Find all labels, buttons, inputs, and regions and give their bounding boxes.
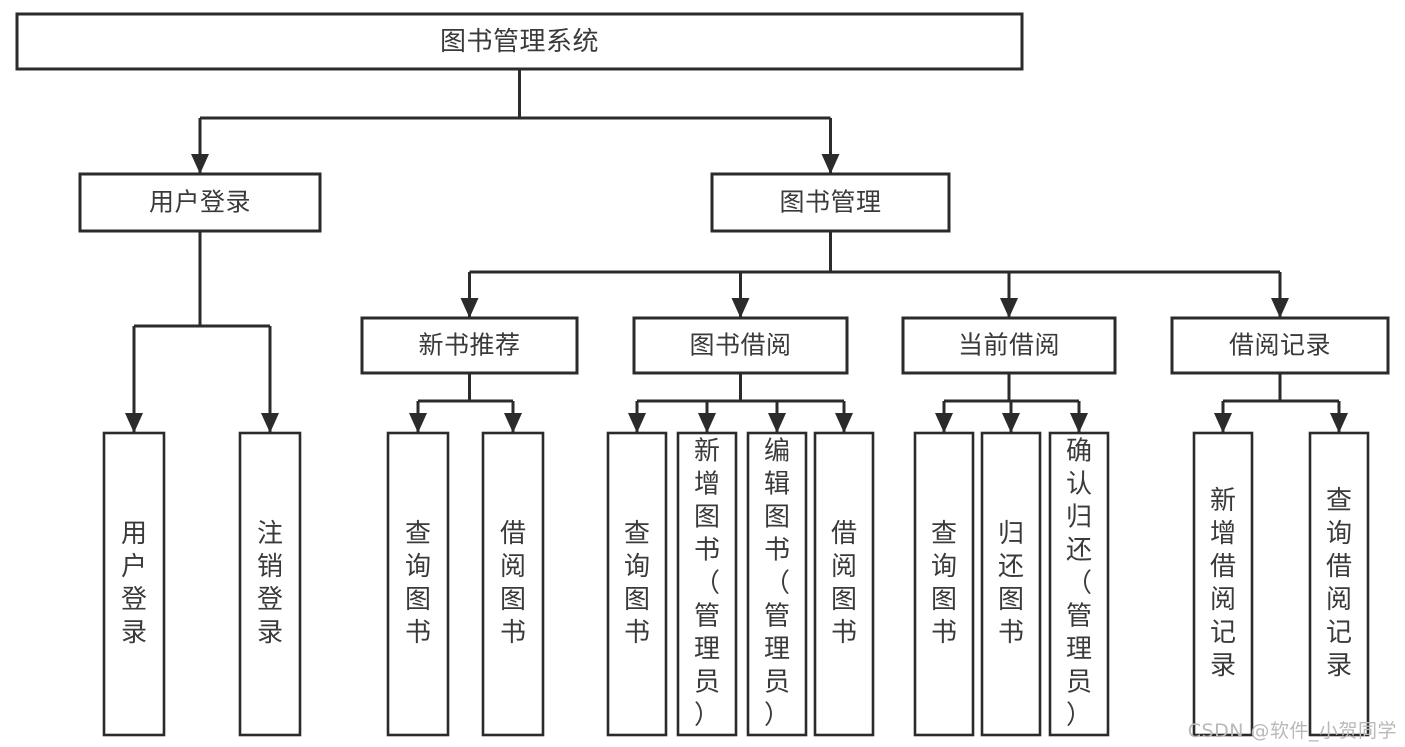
node-box bbox=[710, 172, 951, 233]
arrow-head-icon bbox=[1070, 413, 1088, 433]
arrow-head-icon bbox=[731, 298, 750, 318]
arrow-head-icon bbox=[191, 154, 209, 174]
node-leaf-borrow-book-1[interactable]: 借阅图书 bbox=[481, 431, 545, 737]
edge-group-borrow-record bbox=[1214, 373, 1348, 433]
arrow-head-icon bbox=[821, 154, 840, 174]
node-label: 新增图书（管理员） bbox=[694, 436, 720, 730]
edge-group-book-borrow bbox=[628, 373, 853, 433]
node-borrow-record[interactable]: 借阅记录 bbox=[1170, 316, 1390, 375]
node-label: 借阅图书 bbox=[831, 519, 857, 648]
arrow-head-icon bbox=[125, 413, 143, 433]
node-label: 确认归还（管理员） bbox=[1066, 436, 1092, 730]
node-leaf-edit-book[interactable]: 编辑图书（管理员） bbox=[746, 431, 808, 737]
node-label: 当前借阅 bbox=[958, 331, 1060, 360]
node-book-borrow[interactable]: 图书借阅 bbox=[632, 316, 849, 375]
arrow-head-icon bbox=[460, 298, 479, 318]
node-label: 查询借阅记录 bbox=[1326, 486, 1352, 681]
connector-layer bbox=[125, 69, 1348, 433]
node-box bbox=[913, 431, 975, 737]
node-current-borrow[interactable]: 当前借阅 bbox=[901, 316, 1117, 375]
node-box bbox=[1308, 431, 1370, 737]
arrow-head-icon bbox=[409, 413, 427, 433]
node-layer: 图书管理系统用户登录图书管理新书推荐图书借阅当前借阅借阅记录用户登录注销登录查询… bbox=[15, 12, 1390, 737]
node-box bbox=[15, 12, 1024, 71]
node-label: 归还图书 bbox=[998, 519, 1024, 648]
node-label: 查询图书 bbox=[931, 519, 957, 648]
node-label: 用户登录 bbox=[149, 188, 251, 217]
edge-group-root bbox=[191, 69, 840, 174]
node-box bbox=[78, 172, 322, 233]
node-leaf-query-record[interactable]: 查询借阅记录 bbox=[1308, 431, 1370, 737]
node-box bbox=[481, 431, 545, 737]
node-label: 新书推荐 bbox=[418, 331, 520, 360]
node-leaf-add-book[interactable]: 新增图书（管理员） bbox=[676, 431, 738, 737]
arrow-head-icon bbox=[835, 413, 853, 433]
node-new-book-rec[interactable]: 新书推荐 bbox=[360, 316, 579, 375]
node-leaf-query-book-2[interactable]: 查询图书 bbox=[606, 431, 668, 737]
node-label: 查询图书 bbox=[624, 519, 650, 648]
node-label: 图书管理系统 bbox=[440, 27, 599, 57]
edge-group-book-manage bbox=[460, 231, 1289, 318]
node-box bbox=[980, 431, 1042, 737]
node-box bbox=[102, 431, 166, 737]
node-book-manage[interactable]: 图书管理 bbox=[710, 172, 951, 233]
node-box bbox=[1170, 316, 1390, 375]
node-box bbox=[1048, 431, 1110, 737]
arrow-head-icon bbox=[1000, 298, 1018, 318]
node-leaf-query-book-1[interactable]: 查询图书 bbox=[386, 431, 450, 737]
node-box bbox=[386, 431, 450, 737]
node-box bbox=[901, 316, 1117, 375]
node-label: 借阅记录 bbox=[1229, 331, 1331, 360]
edge-group-current-borrow bbox=[935, 373, 1088, 433]
arrow-head-icon bbox=[261, 413, 279, 433]
node-leaf-add-record[interactable]: 新增借阅记录 bbox=[1192, 431, 1254, 737]
node-box bbox=[1192, 431, 1254, 737]
arrow-head-icon bbox=[504, 413, 522, 433]
arrow-head-icon bbox=[1002, 413, 1020, 433]
edge-group-user-login bbox=[125, 231, 279, 433]
node-box bbox=[360, 316, 579, 375]
node-leaf-return-book[interactable]: 归还图书 bbox=[980, 431, 1042, 737]
node-leaf-confirm-return[interactable]: 确认归还（管理员） bbox=[1048, 431, 1110, 737]
arrow-head-icon bbox=[628, 413, 646, 433]
node-label: 新增借阅记录 bbox=[1210, 486, 1236, 681]
arrow-head-icon bbox=[1271, 298, 1289, 318]
arrow-head-icon bbox=[698, 413, 716, 433]
node-box bbox=[238, 431, 302, 737]
edge-group-new-book-rec bbox=[409, 373, 522, 433]
arrow-head-icon bbox=[935, 413, 953, 433]
node-box bbox=[606, 431, 668, 737]
node-label: 借阅图书 bbox=[500, 519, 526, 648]
arrow-head-icon bbox=[1330, 413, 1348, 433]
node-label: 用户登录 bbox=[121, 519, 147, 648]
node-user-login[interactable]: 用户登录 bbox=[78, 172, 322, 233]
node-label: 编辑图书（管理员） bbox=[764, 436, 790, 730]
node-leaf-query-book-3[interactable]: 查询图书 bbox=[913, 431, 975, 737]
node-box bbox=[676, 431, 738, 737]
node-leaf-logout[interactable]: 注销登录 bbox=[238, 431, 302, 737]
node-box bbox=[813, 431, 875, 737]
arrow-head-icon bbox=[768, 413, 786, 433]
node-label: 注销登录 bbox=[257, 519, 283, 648]
node-box bbox=[632, 316, 849, 375]
node-leaf-borrow-book-2[interactable]: 借阅图书 bbox=[813, 431, 875, 737]
node-box bbox=[746, 431, 808, 737]
node-label: 图书管理 bbox=[779, 188, 881, 217]
node-root[interactable]: 图书管理系统 bbox=[15, 12, 1024, 71]
node-label: 图书借阅 bbox=[689, 331, 791, 360]
node-label: 查询图书 bbox=[405, 519, 431, 648]
arrow-head-icon bbox=[1214, 413, 1232, 433]
node-leaf-user-login[interactable]: 用户登录 bbox=[102, 431, 166, 737]
